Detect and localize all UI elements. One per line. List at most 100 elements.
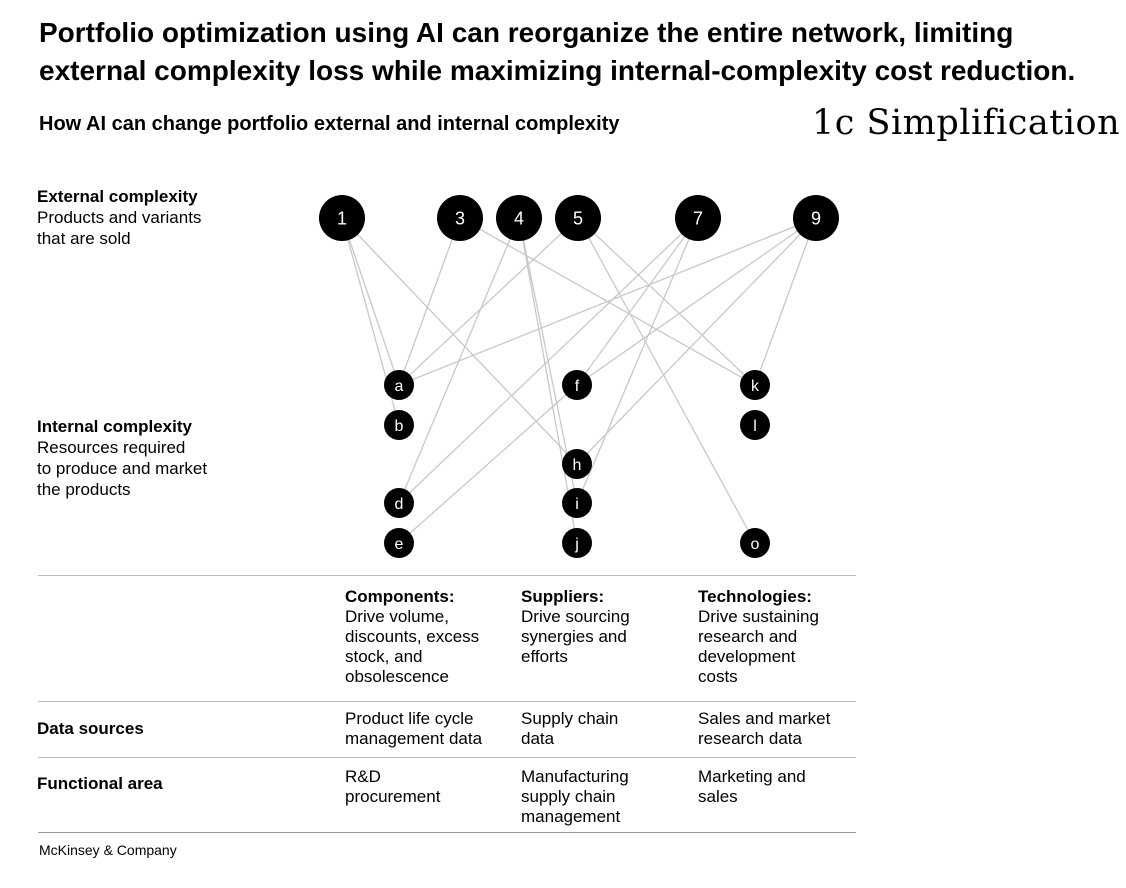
link-p5-ra (398, 217, 579, 386)
resource-node-k: k (740, 370, 770, 400)
column-suppliers-desc: efforts (521, 647, 568, 666)
cell-line: management (521, 807, 621, 826)
product-node-4: 4 (496, 195, 542, 241)
resource-node-h-label: h (573, 457, 582, 474)
resource-node-d-circle (384, 488, 414, 518)
external-desc-line2: that are sold (37, 229, 131, 248)
external-title: External complexity (37, 187, 198, 206)
column-technologies-title: Technologies: (698, 587, 812, 606)
product-node-5-label: 5 (573, 208, 583, 228)
link-rf-re (398, 384, 578, 544)
resource-node-i-circle (562, 488, 592, 518)
resource-node-d: d (384, 488, 414, 518)
column-technologies-desc: costs (698, 667, 738, 686)
link-p5-ro (577, 217, 756, 544)
product-node-5-circle (555, 195, 601, 241)
product-node-3: 3 (437, 195, 483, 241)
table-rule (38, 757, 856, 758)
link-p3-ra (398, 217, 461, 386)
internal-desc-line2: to produce and market (37, 459, 208, 478)
resource-node-h-circle (562, 449, 592, 479)
product-node-7: 7 (675, 195, 721, 241)
cell-line: R&D (345, 767, 381, 786)
cell-line: procurement (345, 787, 441, 806)
column-components-desc: stock, and (345, 647, 423, 666)
resource-node-o-label: o (751, 536, 760, 553)
column-technologies-desc: development (698, 647, 796, 666)
link-p5-rk (577, 217, 756, 386)
table-rule (38, 701, 856, 702)
resource-node-h: h (562, 449, 592, 479)
resource-node-f-label: f (575, 378, 580, 395)
resource-node-b-circle (384, 410, 414, 440)
resource-node-l-label: l (753, 418, 757, 435)
product-node-4-circle (496, 195, 542, 241)
product-node-7-circle (675, 195, 721, 241)
cell-line: Product life cycle (345, 709, 474, 728)
column-suppliers: Suppliers: Drive sourcing synergies and … (521, 587, 630, 667)
column-suppliers-title: Suppliers: (521, 587, 605, 606)
column-components-title: Components: (345, 587, 455, 606)
subheadline: How AI can change portfolio external and… (39, 113, 620, 135)
headline: Portfolio optimization using AI can reor… (39, 17, 1076, 86)
external-desc-line1: Products and variants (37, 208, 202, 227)
cell-line: management data (345, 729, 483, 748)
resource-node-j-circle (562, 528, 592, 558)
cell-line: research data (698, 729, 802, 748)
link-p7-rd (398, 217, 699, 504)
cell-functional-area-suppliers: Manufacturing supply chain management (521, 767, 629, 827)
column-technologies-desc: Drive sustaining (698, 607, 819, 626)
link-p9-rh (576, 217, 817, 465)
product-node-4-label: 4 (514, 208, 524, 228)
product-node-9-label: 9 (811, 208, 821, 228)
link-p4-rj (518, 217, 578, 544)
resource-node-o-circle (740, 528, 770, 558)
resource-node-a-circle (384, 370, 414, 400)
cell-data-sources-suppliers: Supply chain data (521, 709, 618, 749)
cell-data-sources-technologies: Sales and market research data (698, 709, 830, 749)
column-suppliers-desc: synergies and (521, 627, 627, 646)
product-node-9-circle (793, 195, 839, 241)
row-label-functional-area: Functional area (37, 774, 163, 793)
resource-node-i-label: i (575, 496, 579, 513)
product-node-9: 9 (793, 195, 839, 241)
cell-data-sources-components: Product life cycle management data (345, 709, 482, 749)
resource-node-k-label: k (751, 378, 760, 395)
cell-line: data (521, 729, 555, 748)
cell-functional-area-components: R&D procurement (345, 767, 440, 807)
footer-source: McKinsey & Company (39, 842, 177, 858)
column-technologies-desc: research and (698, 627, 798, 646)
resource-node-b-label: b (395, 418, 404, 435)
resource-node-l-circle (740, 410, 770, 440)
resource-node-i: i (562, 488, 592, 518)
external-complexity-label: External complexity Products and variant… (37, 186, 287, 249)
cell-line: sales (698, 787, 738, 806)
link-p9-rf (576, 217, 817, 386)
resource-node-a-label: a (395, 378, 404, 395)
resource-node-a: a (384, 370, 414, 400)
product-node-1-label: 1 (337, 208, 347, 228)
internal-complexity-label: Internal complexity Resources required t… (37, 416, 287, 500)
internal-desc-line3: the products (37, 480, 131, 499)
row-label-data-sources: Data sources (37, 719, 144, 738)
product-node-3-label: 3 (455, 208, 465, 228)
column-suppliers-desc: Drive sourcing (521, 607, 630, 626)
table-top-rule (38, 575, 856, 576)
column-technologies: Technologies: Drive sustaining research … (698, 587, 819, 687)
column-components-desc: discounts, excess (345, 627, 480, 646)
column-components-desc: Drive volume, (345, 607, 449, 626)
resource-node-e: e (384, 528, 414, 558)
link-p1-ra (341, 217, 400, 386)
link-p1-rh (341, 217, 578, 465)
cell-line: Sales and market (698, 709, 831, 728)
stage-tag: 1c Simplification (812, 103, 1121, 143)
internal-title: Internal complexity (37, 417, 192, 436)
link-p3-rk (459, 217, 756, 386)
resource-node-e-label: e (395, 536, 404, 553)
product-node-1: 1 (319, 195, 365, 241)
resource-node-j: j (562, 528, 592, 558)
resource-node-l: l (740, 410, 770, 440)
table-bottom-rule (38, 832, 856, 833)
resource-node-b: b (384, 410, 414, 440)
